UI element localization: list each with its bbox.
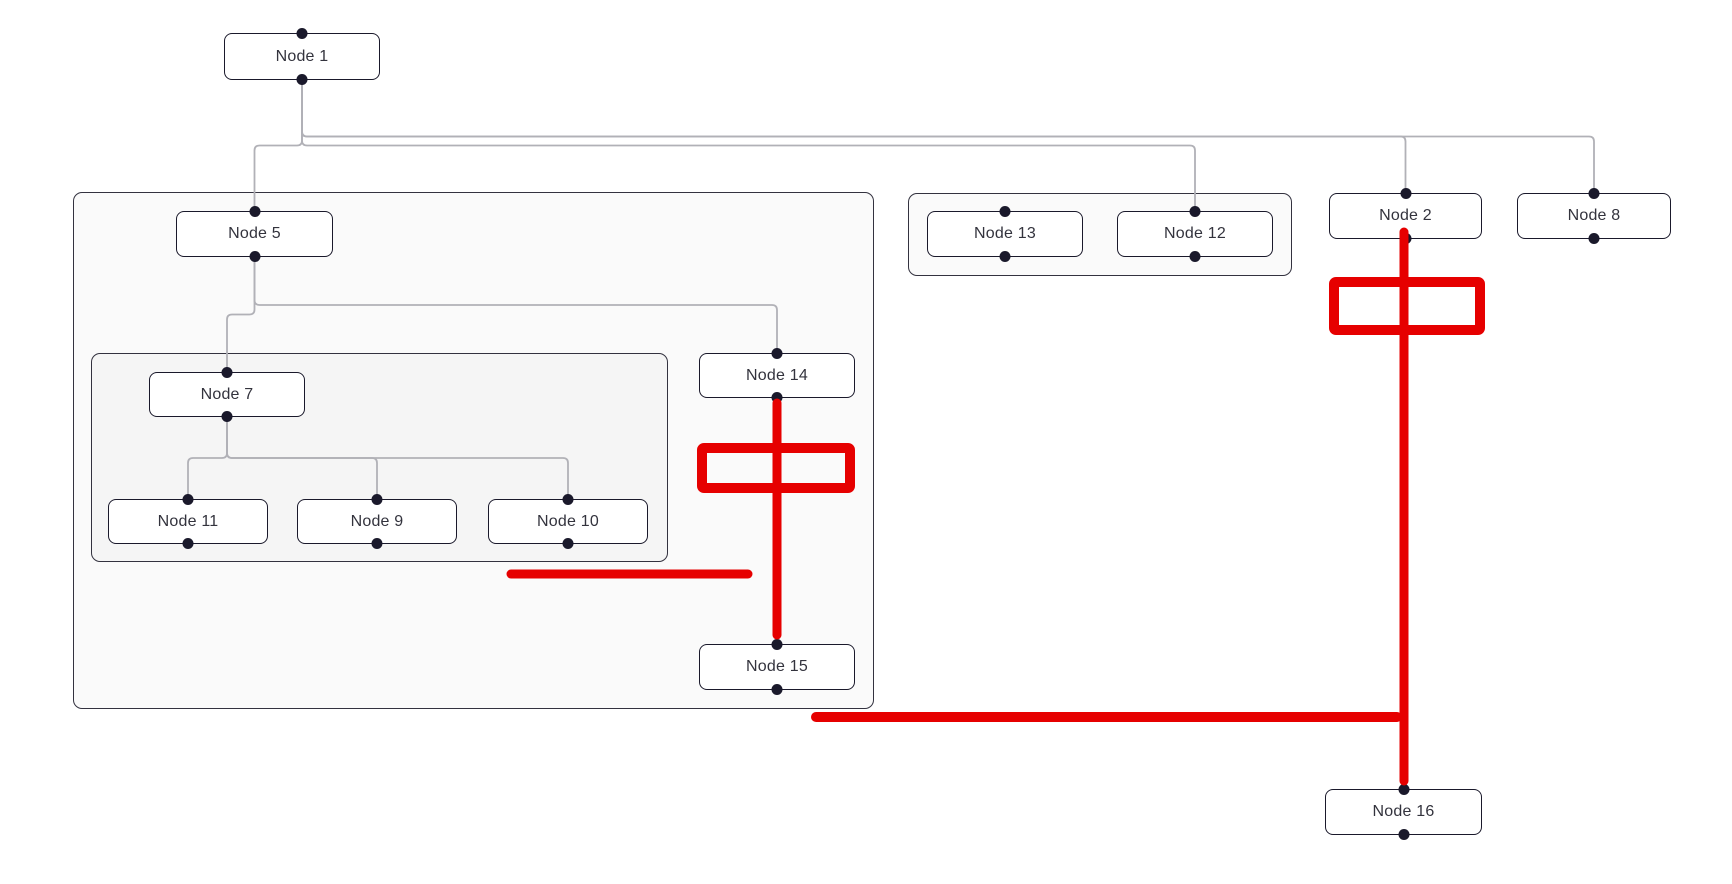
node-label: Node 8 xyxy=(1567,207,1621,224)
node-15-handle-top[interactable] xyxy=(771,639,783,650)
node-label: Node 1 xyxy=(275,47,329,65)
node-1-handle-top[interactable] xyxy=(296,28,308,39)
node-7-handle-bottom[interactable] xyxy=(221,411,233,422)
node-16-handle-bottom[interactable] xyxy=(1398,829,1409,840)
node-label: Node 13 xyxy=(974,225,1036,242)
node-5[interactable]: Node 5 xyxy=(176,206,333,262)
node-label: Node 16 xyxy=(1372,803,1435,820)
node-1[interactable]: Node 1 xyxy=(224,28,380,85)
node-16-handle-top[interactable] xyxy=(1398,784,1409,795)
node-2-handle-bottom[interactable] xyxy=(1400,233,1411,244)
node-label: Node 11 xyxy=(157,512,219,530)
group-inner[interactable] xyxy=(91,353,668,562)
node-8[interactable]: Node 8 xyxy=(1517,188,1671,244)
node-14[interactable]: Node 14 xyxy=(699,348,855,403)
node-10-handle-bottom[interactable] xyxy=(562,538,574,549)
node-16[interactable]: Node 16 xyxy=(1325,784,1482,840)
node-2[interactable]: Node 2 xyxy=(1329,188,1482,244)
node-13-handle-bottom[interactable] xyxy=(999,251,1011,262)
node-5-handle-bottom[interactable] xyxy=(249,251,260,262)
node-14-handle-bottom[interactable] xyxy=(771,392,783,403)
node-14-handle-top[interactable] xyxy=(771,348,783,359)
node-label: Node 15 xyxy=(746,658,808,675)
node-10-handle-top[interactable] xyxy=(562,494,574,505)
node-label: Node 14 xyxy=(746,366,808,384)
node-13-handle-top[interactable] xyxy=(999,206,1011,217)
node-1-handle-bottom[interactable] xyxy=(296,74,308,85)
node-2-handle-top[interactable] xyxy=(1400,188,1411,199)
node-label: Node 5 xyxy=(228,225,281,242)
node-label: Node 9 xyxy=(350,512,404,530)
node-7[interactable]: Node 7 xyxy=(149,367,305,422)
node-label: Node 7 xyxy=(200,385,254,403)
node-12[interactable]: Node 12 xyxy=(1117,206,1273,262)
node-8-handle-bottom[interactable] xyxy=(1588,233,1600,244)
node-12-handle-bottom[interactable] xyxy=(1189,251,1201,262)
node-13[interactable]: Node 13 xyxy=(927,206,1083,262)
node-5-handle-top[interactable] xyxy=(249,206,260,217)
node-9-handle-bottom[interactable] xyxy=(371,538,383,549)
node-label: Node 12 xyxy=(1164,225,1226,242)
node-10[interactable]: Node 10 xyxy=(488,494,648,549)
node-9-handle-top[interactable] xyxy=(371,494,383,505)
node-11[interactable]: Node 11 xyxy=(108,494,268,549)
node-15[interactable]: Node 15 xyxy=(699,639,855,695)
node-15-handle-bottom[interactable] xyxy=(771,684,783,695)
node-8-handle-top[interactable] xyxy=(1588,188,1600,199)
node-label: Node 10 xyxy=(537,512,599,530)
node-9[interactable]: Node 9 xyxy=(297,494,457,549)
node-label: Node 2 xyxy=(1379,207,1432,224)
node-7-handle-top[interactable] xyxy=(221,367,233,378)
node-12-handle-top[interactable] xyxy=(1189,206,1201,217)
node-11-handle-bottom[interactable] xyxy=(182,538,194,549)
node-11-handle-top[interactable] xyxy=(182,494,194,505)
